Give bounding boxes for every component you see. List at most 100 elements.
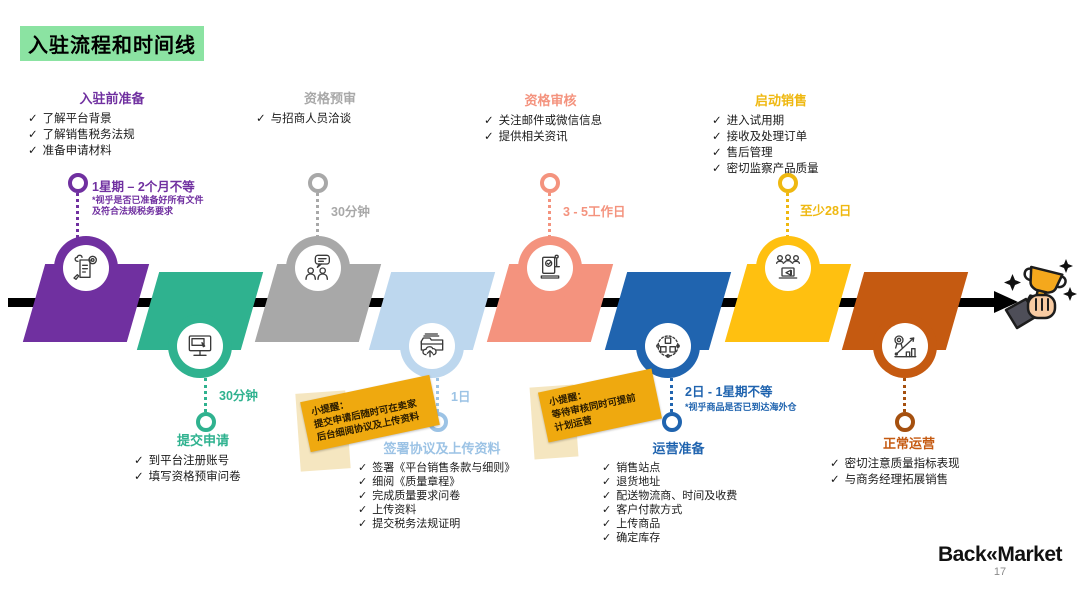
check-icon: ✓ [602, 504, 612, 516]
step2-title: 提交申请 [176, 433, 229, 448]
check-icon: ✓ [712, 147, 722, 159]
check-icon: ✓ [358, 490, 368, 502]
step4-items: ✓签署《平台销售条款与细则》 ✓细阅《质量章程》 ✓完成质量要求问卷 ✓上传资料… [352, 461, 532, 531]
list-item: ✓关注邮件或微信信息 [484, 115, 603, 127]
list-item: ✓了解销售税务法规 [28, 129, 135, 141]
check-icon: ✓ [712, 131, 722, 143]
cubes-network-icon [656, 335, 680, 358]
step8-items: ✓密切注意质量指标表现 ✓与商务经理拓展销售 [824, 456, 994, 488]
check-icon: ✓ [830, 458, 840, 470]
milestone-circle-step8 [873, 314, 937, 378]
check-icon: ✓ [134, 455, 144, 467]
check-icon: ✓ [602, 462, 612, 474]
monitor-register-icon [188, 335, 212, 356]
list-item: ✓与招商人员洽谈 [256, 113, 352, 125]
milestone-circle-step5 [518, 236, 582, 300]
document-gear-cloud-icon [73, 254, 97, 280]
list-item: ✓退货地址 [602, 476, 661, 488]
list-item: ✓上传资料 [358, 504, 417, 516]
list-item: ✓与商务经理拓展销售 [830, 474, 949, 486]
list-item: ✓上传商品 [602, 518, 661, 530]
check-icon: ✓ [256, 113, 266, 125]
step2-items: ✓到平台注册账号 ✓填写资格预审问卷 [128, 453, 278, 485]
list-item: ✓密切监察产品质量 [712, 163, 819, 175]
list-item: ✓准备申请材料 [28, 145, 112, 157]
check-icon: ✓ [134, 471, 144, 483]
step1-title: 入驻前准备 [79, 91, 145, 106]
list-item: ✓配送物流商、时间及收费 [602, 490, 738, 502]
duration-step7: 至少28日 [800, 204, 852, 218]
milestone-circle-step1 [54, 236, 118, 300]
list-item: ✓填写资格预审问卷 [134, 471, 241, 483]
list-item: ✓细阅《质量章程》 [358, 476, 461, 488]
list-item: ✓提交税务法规证明 [358, 518, 461, 530]
document-stamp-icon [540, 254, 560, 279]
check-icon: ✓ [602, 532, 612, 544]
list-item: ✓客户付款方式 [602, 504, 683, 516]
duration-note-line: *视乎商品是否已到达海外仓 [685, 402, 797, 412]
list-item: ✓完成质量要求问卷 [358, 490, 461, 502]
step7-items: ✓进入试用期 ✓接收及处理订单 ✓售后管理 ✓密切监察产品质量 [706, 113, 856, 177]
step6-title: 运营准备 [652, 441, 705, 456]
step8-title: 正常运营 [882, 436, 935, 451]
step6-items: ✓销售站点 ✓退货地址 ✓配送物流商、时间及收费 ✓客户付款方式 ✓上传商品 ✓… [596, 461, 761, 545]
step4-title: 签署协议及上传资料 [383, 441, 501, 456]
list-item: ✓售后管理 [712, 147, 773, 159]
back-market-logo: Back«Market [937, 543, 1063, 566]
list-item: ✓了解平台背景 [28, 113, 112, 125]
ring-step3 [308, 173, 328, 193]
list-item: ✓确定库存 [602, 532, 661, 544]
check-icon: ✓ [484, 115, 494, 127]
milestone-circle-step6 [636, 314, 700, 378]
ring-step5 [540, 173, 560, 193]
check-icon: ✓ [358, 476, 368, 488]
step3-items: ✓与招商人员洽谈 [250, 111, 410, 127]
check-icon: ✓ [602, 518, 612, 530]
step4-header: 签署协议及上传资料 ✓签署《平台销售条款与细则》 ✓细阅《质量章程》 ✓完成质量… [352, 438, 532, 531]
check-icon: ✓ [358, 504, 368, 516]
step5-header: 资格审核 ✓关注邮件或微信信息 ✓提供相关资讯 [478, 90, 623, 145]
list-item: ✓到平台注册账号 [134, 455, 230, 467]
step5-title: 资格审核 [524, 93, 577, 108]
milestone-circle-step3 [286, 236, 350, 300]
duration-note-step6: *视乎商品是否已到达海外仓 [685, 402, 797, 413]
page-title: 入驻流程和时间线 [20, 26, 204, 61]
milestone-circle-step2 [168, 314, 232, 378]
medal-growth-icon [894, 335, 917, 358]
step7-header: 启动销售 ✓进入试用期 ✓接收及处理订单 ✓售后管理 ✓密切监察产品质量 [706, 90, 856, 177]
folder-upload-icon [420, 333, 444, 358]
duration-step2: 30分钟 [219, 389, 258, 403]
chat-people-icon [305, 254, 330, 280]
ring-step2 [196, 412, 216, 432]
duration-note-line: 及符合法规税务要求 [92, 206, 174, 216]
check-icon: ✓ [830, 474, 840, 486]
step5-items: ✓关注邮件或微信信息 ✓提供相关资讯 [478, 113, 623, 145]
step3-title: 资格预审 [303, 91, 356, 106]
page-number: 17 [993, 566, 1007, 578]
milestone-circle-step7 [756, 236, 820, 300]
connector-step3 [316, 193, 319, 238]
list-item: ✓接收及处理订单 [712, 131, 808, 143]
check-icon: ✓ [28, 113, 38, 125]
list-item: ✓签署《平台销售条款与细则》 [358, 462, 516, 474]
check-icon: ✓ [358, 518, 368, 530]
ring-step7 [778, 173, 798, 193]
duration-note-step1: *视乎是否已准备好所有文件 及符合法规税务要求 [92, 195, 204, 217]
list-item: ✓密切注意质量指标表现 [830, 458, 960, 470]
connector-step2 [204, 378, 207, 412]
step6-header: 运营准备 ✓销售站点 ✓退货地址 ✓配送物流商、时间及收费 ✓客户付款方式 ✓上… [596, 438, 761, 545]
check-icon: ✓ [712, 115, 722, 127]
step1-items: ✓了解平台背景 ✓了解销售税务法规 ✓准备申请材料 [22, 111, 202, 159]
duration-step4: 1日 [451, 390, 471, 404]
check-icon: ✓ [602, 490, 612, 502]
ring-step6 [662, 412, 682, 432]
duration-step6: 2日 - 1星期不等 [685, 385, 773, 399]
check-icon: ✓ [602, 476, 612, 488]
ring-step1 [68, 173, 88, 193]
duration-note-line: *视乎是否已准备好所有文件 [92, 195, 204, 205]
step2-header: 提交申请 ✓到平台注册账号 ✓填写资格预审问卷 [128, 430, 278, 485]
check-icon: ✓ [28, 145, 38, 157]
trophy-in-hand-icon [1004, 259, 1077, 330]
team-megaphone-icon [776, 254, 800, 279]
